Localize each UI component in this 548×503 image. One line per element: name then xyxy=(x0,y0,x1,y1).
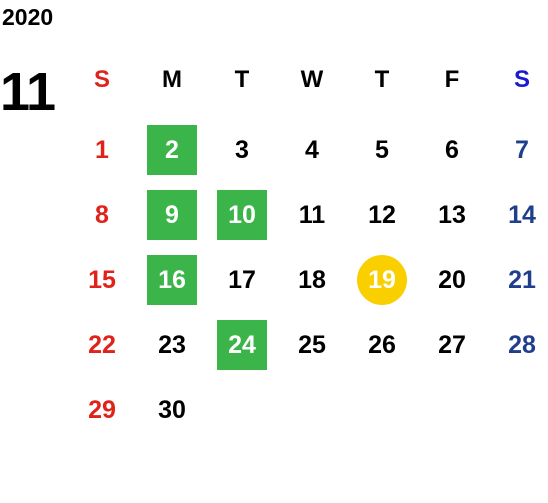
day-cell[interactable]: 13 xyxy=(438,200,466,229)
day-cell[interactable]: 6 xyxy=(445,135,459,164)
day-cell-highlighted[interactable]: 24 xyxy=(217,320,267,370)
weekday-header: T xyxy=(234,66,250,93)
month-label: 11 xyxy=(0,62,56,122)
day-cell[interactable]: 3 xyxy=(235,135,249,164)
day-cell-today[interactable]: 19 xyxy=(357,255,407,305)
day-cell[interactable]: 7 xyxy=(515,135,529,164)
day-cell[interactable]: 4 xyxy=(305,135,319,164)
day-cell[interactable]: 27 xyxy=(438,330,466,359)
day-cell[interactable]: 1 xyxy=(95,135,109,164)
weekday-header: S xyxy=(93,66,110,93)
day-cell[interactable]: 25 xyxy=(298,330,326,359)
day-cell-highlighted[interactable]: 16 xyxy=(147,255,197,305)
year-label: 2020 xyxy=(2,4,54,30)
weekday-header: F xyxy=(444,66,460,93)
day-cell[interactable]: 17 xyxy=(228,265,256,294)
day-cell[interactable]: 20 xyxy=(438,265,466,294)
day-cell[interactable]: 29 xyxy=(88,395,116,424)
weekday-header: M xyxy=(162,66,182,93)
weekday-header: S xyxy=(513,66,530,93)
day-cell[interactable]: 15 xyxy=(88,265,116,294)
day-cell[interactable]: 28 xyxy=(508,330,536,359)
day-cell[interactable]: 12 xyxy=(368,200,396,229)
day-cell[interactable]: 14 xyxy=(508,200,536,229)
day-cell-highlighted[interactable]: 10 xyxy=(217,190,267,240)
day-cell[interactable]: 21 xyxy=(508,265,536,294)
day-cell[interactable]: 18 xyxy=(298,265,326,294)
day-cell[interactable]: 5 xyxy=(375,135,389,164)
day-cell[interactable]: 22 xyxy=(88,330,116,359)
weekday-header: T xyxy=(374,66,390,93)
day-cell-highlighted[interactable]: 2 xyxy=(147,125,197,175)
day-cell[interactable]: 8 xyxy=(95,200,109,229)
day-cell-highlighted[interactable]: 9 xyxy=(147,190,197,240)
day-cell[interactable]: 30 xyxy=(158,395,186,424)
day-cell[interactable]: 23 xyxy=(158,330,186,359)
day-cell[interactable]: 11 xyxy=(298,200,326,229)
day-cell[interactable]: 26 xyxy=(368,330,396,359)
weekday-header: W xyxy=(300,66,324,93)
